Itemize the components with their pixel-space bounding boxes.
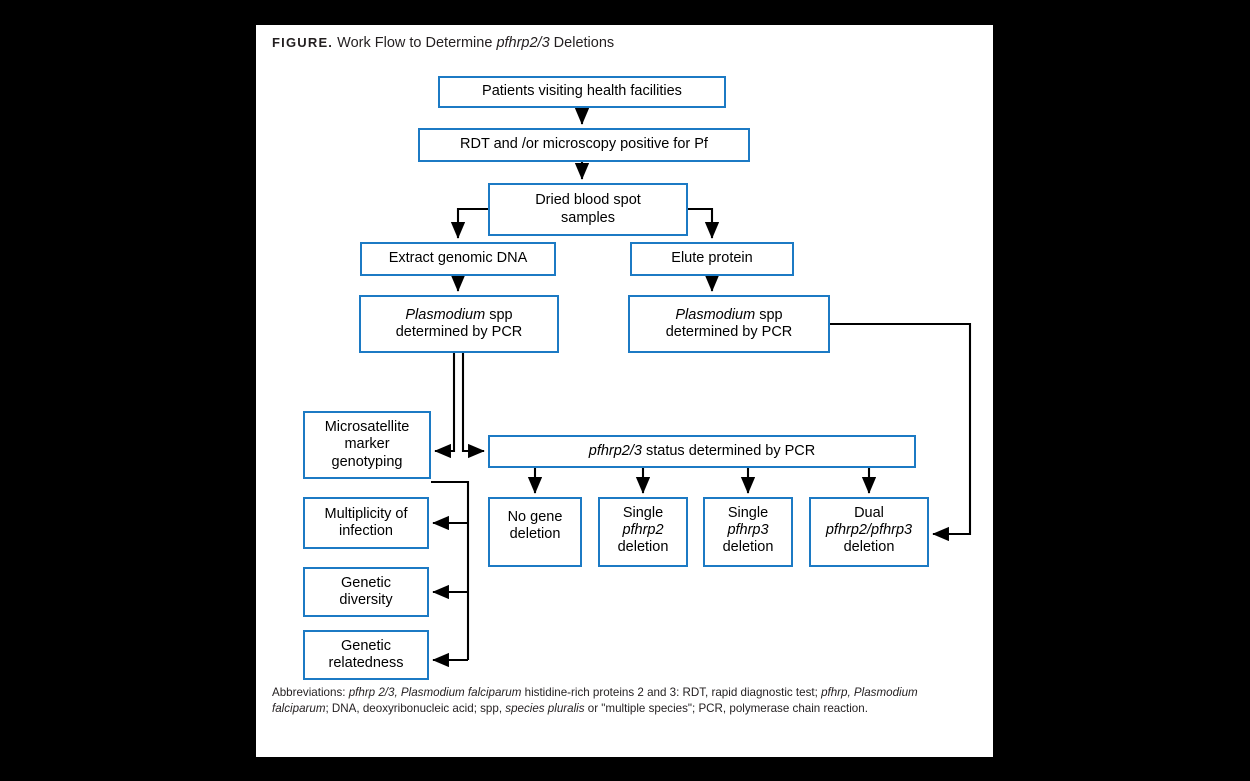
node-rdt-microscopy[interactable]: RDT and /or microscopy positive for Pf	[418, 128, 750, 162]
edge-dbs-to-extract	[450, 207, 488, 239]
footnote-lead: Abbreviations:	[272, 686, 349, 699]
node-genetic-diversity-line1: Genetic	[341, 574, 391, 591]
flowchart-canvas: Patients visiting health facilities RDT …	[256, 25, 993, 757]
node-multiplicity-of-infection[interactable]: Multiplicity of infection	[303, 497, 429, 549]
footnote-italic-1: pfhrp 2/3, Plasmodium falciparum	[348, 686, 522, 699]
node-single2-gene: pfhrp2	[622, 522, 664, 539]
node-single3-line3: deletion	[722, 539, 774, 556]
node-pcr-right-line2: determined by PCR	[665, 324, 793, 340]
node-patients-label: Patients visiting health facilities	[482, 83, 682, 100]
edge-pcrleft-to-microsat	[434, 353, 456, 459]
node-no-deletion-line2: deletion	[509, 526, 561, 543]
edge-trunk-microsat-down	[431, 480, 470, 660]
title-text-2: Deletions	[549, 35, 615, 51]
node-single3-gene: pfhrp3	[727, 522, 769, 539]
node-dried-blood-spot[interactable]: Dried blood spot samples	[488, 183, 688, 236]
node-pfhrp-status[interactable]: pfhrp2/3 status determined by PCR	[488, 435, 916, 468]
node-genetic-relatedness[interactable]: Genetic relatedness	[303, 630, 429, 680]
node-status-label: pfhrp2/3 status determined by PCR	[589, 443, 816, 460]
node-elute-protein[interactable]: Elute protein	[630, 242, 794, 276]
node-dbs-line1: Dried blood spot	[535, 192, 641, 209]
node-pcr-left-genus: Plasmodium	[405, 306, 486, 323]
figure-panel: FIGURE. Work Flow to Determine pfhrp2/3 …	[256, 25, 993, 757]
node-microsat-line1: Microsatellite	[324, 419, 410, 436]
node-single-pfhrp2-deletion[interactable]: Single pfhrp2 deletion	[598, 497, 688, 567]
node-pcr-left-line1: Plasmodium spp	[405, 307, 512, 324]
node-no-gene-deletion[interactable]: No gene deletion	[488, 497, 582, 567]
title-text-1: Work Flow to Determine	[333, 35, 497, 51]
footnote-italic-3: species pluralis	[505, 702, 585, 716]
footnote-text-1: histidine-rich proteins 2 and 3: RDT, ra…	[521, 686, 822, 699]
node-rdt-label: RDT and /or microscopy positive for Pf	[460, 136, 708, 153]
node-pcr-left[interactable]: Plasmodium spp determined by PCR	[359, 295, 559, 353]
node-genetic-relatedness-line2: relatedness	[328, 655, 404, 671]
node-dual-line1: Dual	[854, 505, 884, 521]
figure-label: FIGURE.	[272, 35, 334, 50]
node-pcr-right-spp: spp	[755, 306, 783, 323]
node-dual-deletion[interactable]: Dual pfhrp2/pfhrp3 deletion	[809, 497, 929, 567]
node-no-deletion-line1: No gene	[507, 509, 563, 525]
node-patients[interactable]: Patients visiting health facilities	[438, 76, 726, 108]
node-elute-label: Elute protein	[671, 250, 753, 267]
node-single2-line1: Single	[622, 505, 664, 521]
abbreviations-footnote: Abbreviations: pfhrp 2/3, Plasmodium fal…	[272, 685, 972, 718]
node-dual-gene: pfhrp2/pfhrp3	[825, 522, 913, 539]
node-genetic-diversity[interactable]: Genetic diversity	[303, 567, 429, 617]
node-multiplicity-line2: infection	[338, 523, 393, 539]
node-microsat-line2: marker	[344, 436, 390, 453]
node-genetic-relatedness-line1: Genetic	[341, 637, 391, 654]
node-pcr-left-spp: spp	[485, 306, 513, 323]
node-genetic-diversity-line2: diversity	[339, 592, 393, 608]
node-single2-line3: deletion	[617, 539, 669, 556]
edge-dbs-to-elute	[688, 207, 720, 239]
footnote-text-3: or "multiple species"; PCR, polymerase c…	[584, 702, 868, 716]
node-extract-label: Extract genomic DNA	[388, 250, 528, 267]
edge-pcrleft-to-status	[461, 353, 485, 459]
node-pcr-right[interactable]: Plasmodium spp determined by PCR	[628, 295, 830, 353]
node-microsatellite-genotyping[interactable]: Microsatellite marker genotyping	[303, 411, 431, 479]
node-extract-dna[interactable]: Extract genomic DNA	[360, 242, 556, 276]
node-single3-line1: Single	[727, 505, 769, 521]
footnote-italic-2: pfhrp, Plasmodium falciparum	[272, 686, 918, 716]
node-status-text: status determined by PCR	[641, 442, 816, 459]
footnote-text-2: ; DNA, deoxyribonucleic acid; spp,	[325, 702, 506, 716]
node-status-gene: pfhrp2/3	[588, 442, 642, 459]
node-multiplicity-line1: Multiplicity of	[324, 505, 408, 522]
node-dbs-line2: samples	[561, 209, 615, 226]
node-pcr-left-line2: determined by PCR	[395, 324, 523, 340]
node-dual-line3: deletion	[843, 539, 895, 556]
page-title: FIGURE. Work Flow to Determine pfhrp2/3 …	[272, 35, 614, 51]
node-pcr-right-line1: Plasmodium spp	[675, 307, 782, 324]
node-pcr-right-genus: Plasmodium	[675, 306, 756, 323]
node-microsat-line3: genotyping	[331, 453, 403, 470]
node-single-pfhrp3-deletion[interactable]: Single pfhrp3 deletion	[703, 497, 793, 567]
title-gene-name: pfhrp2/3	[496, 35, 550, 51]
